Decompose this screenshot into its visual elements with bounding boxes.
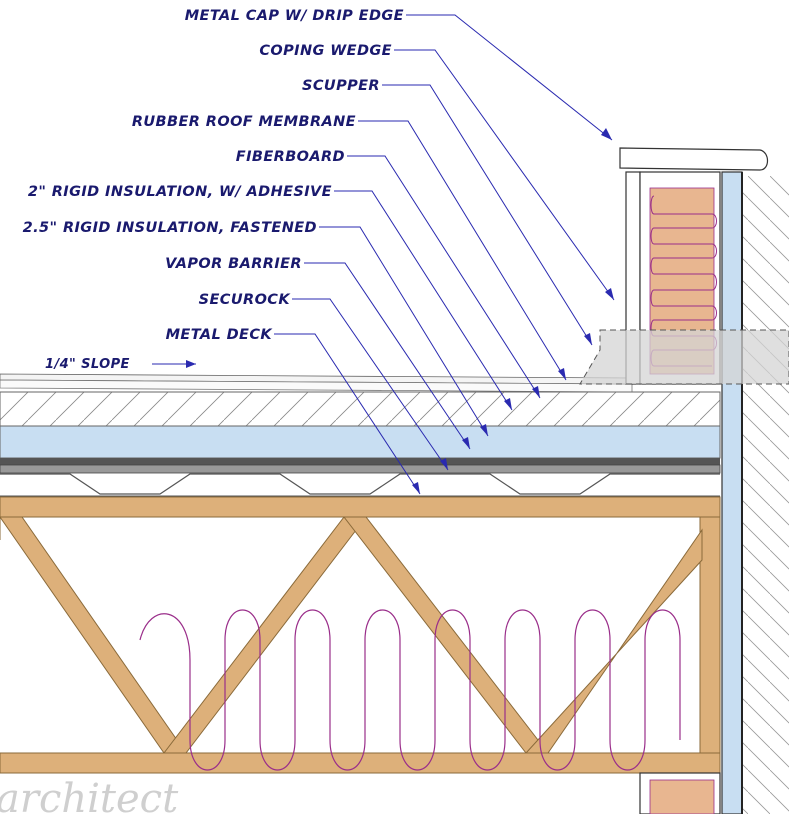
lower-wall-block — [639, 772, 721, 814]
callout-metal-deck: METAL DECK — [166, 327, 274, 343]
callout-securock: SECUROCK — [199, 292, 292, 308]
callout-labels: METAL CAP W/ DRIP EDGE COPING WEDGE SCUP… — [23, 8, 404, 343]
slope-indicator: 1/4" SLOPE — [45, 357, 196, 372]
batt-insulation-squiggle — [139, 609, 681, 771]
truss-end-vertical — [699, 516, 721, 754]
callout-vapor-barrier: VAPOR BARRIER — [165, 256, 302, 272]
callout-rigid-2in: 2" RIGID INSULATION, W/ ADHESIVE — [28, 184, 332, 200]
callout-leaders — [274, 14, 615, 495]
rigid-insulation-25in-layer — [0, 425, 721, 459]
truss-top-chord — [0, 496, 721, 518]
callout-coping-wedge: COPING WEDGE — [259, 43, 392, 59]
vapor-barrier-layer — [0, 458, 720, 465]
rigid-insulation-2in-layer — [0, 391, 721, 427]
securock-layer — [0, 464, 721, 474]
callout-fiberboard: FIBERBOARD — [236, 149, 345, 165]
callout-metal-cap: METAL CAP W/ DRIP EDGE — [185, 8, 404, 24]
metal-deck-layer — [0, 473, 720, 495]
truss-bottom-chord — [0, 752, 721, 774]
slope-label: 1/4" SLOPE — [45, 357, 130, 372]
callout-scupper: SCUPPER — [302, 78, 380, 94]
metal-cap-shape — [619, 147, 769, 171]
scupper-shape — [579, 329, 789, 385]
callout-rigid-25in: 2.5" RIGID INSULATION, FASTENED — [23, 220, 317, 236]
truss-webs — [0, 516, 703, 754]
callout-rubber-membrane: RUBBER ROOF MEMBRANE — [132, 114, 356, 130]
watermark-text: architect — [0, 776, 179, 814]
